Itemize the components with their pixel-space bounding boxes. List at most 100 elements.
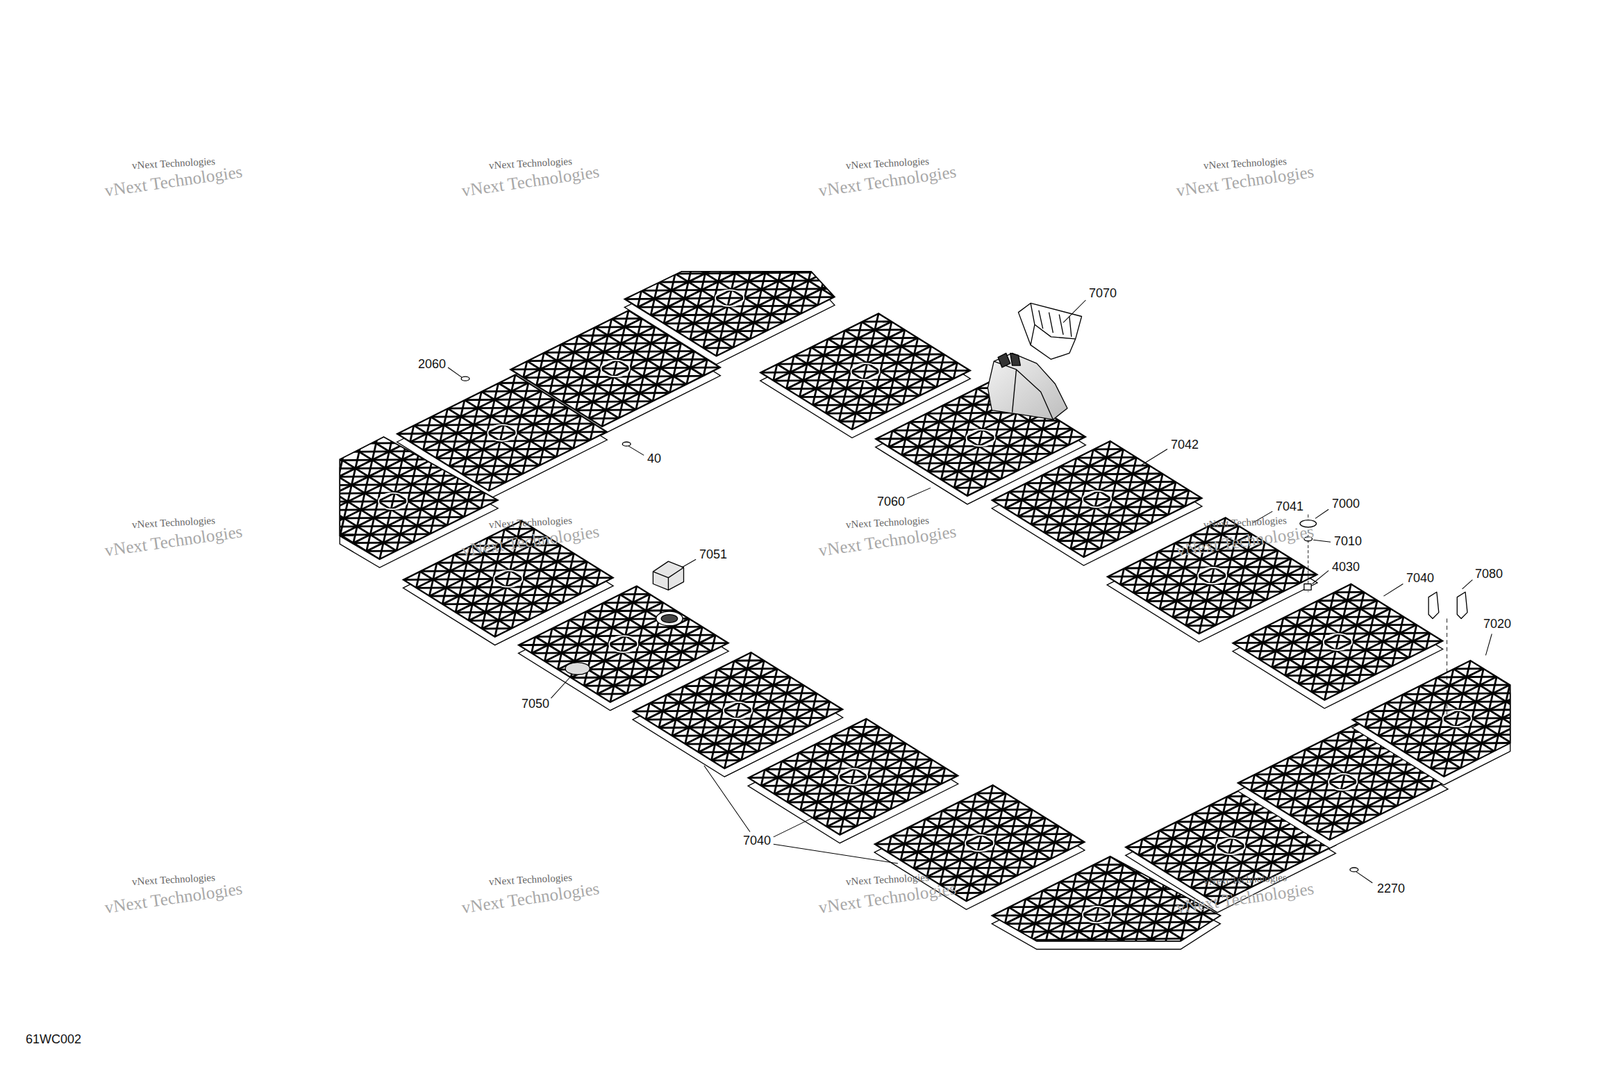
callout-number: 4030 <box>1330 560 1362 575</box>
grid-line <box>315 479 396 830</box>
grid-line <box>1192 690 1600 697</box>
grid-line <box>1399 416 1480 766</box>
grid-line <box>906 685 987 1035</box>
callout-number: 7050 <box>520 697 551 712</box>
grid-line <box>935 519 1016 869</box>
grid-line <box>380 570 461 921</box>
leader-line <box>1356 871 1373 883</box>
grid-line <box>1197 653 1278 1003</box>
grid-line <box>400 438 481 788</box>
floor-tile <box>909 547 1600 1067</box>
grid-line <box>647 561 728 911</box>
grid-line <box>448 418 1080 425</box>
grid-line <box>765 318 949 434</box>
clip <box>1456 591 1468 619</box>
grid-line <box>643 159 723 510</box>
grid-line <box>1044 770 1600 777</box>
grid-line <box>431 427 1063 435</box>
tile-grid <box>778 341 1600 869</box>
grid-line <box>1106 713 1187 1064</box>
grid-line <box>697 211 881 326</box>
tile-center-mark <box>850 363 880 380</box>
grid-line <box>1173 679 1254 1030</box>
grid-line <box>929 764 1114 880</box>
grid-line <box>885 325 1516 332</box>
grid-line <box>728 644 809 994</box>
grid-line <box>1117 700 1198 1050</box>
grid-line <box>630 569 711 919</box>
grid-line <box>723 106 804 456</box>
grid-line <box>1010 786 1600 794</box>
grid-line <box>234 385 315 735</box>
grid-line <box>212 430 844 437</box>
grid-line <box>229 421 861 428</box>
grid-line <box>263 404 895 412</box>
grid-line <box>938 681 1569 688</box>
grid-line <box>757 230 838 580</box>
grid-line <box>161 455 793 462</box>
grid-line <box>1107 714 1188 1064</box>
callout-number: 7042 <box>1169 438 1200 453</box>
grid-line <box>955 790 1036 1067</box>
grid-line <box>745 636 826 986</box>
grid-line <box>812 614 1444 621</box>
grid-line <box>1378 597 1600 604</box>
callout-number: 7041 <box>1274 500 1305 514</box>
leader-line <box>628 445 644 455</box>
grid-line <box>714 527 795 877</box>
grid-line <box>720 372 801 723</box>
grid-line <box>268 368 349 719</box>
grid-line <box>638 148 719 498</box>
grid-line <box>608 613 1239 621</box>
callout-number: 2060 <box>416 357 448 372</box>
tile-center-mark <box>715 289 744 307</box>
leader-line <box>773 813 822 837</box>
grid-line <box>1018 377 1600 385</box>
grid-line <box>1134 691 1214 1041</box>
grid-line <box>993 795 1600 802</box>
grid-line <box>481 261 1113 268</box>
grid-line <box>336 334 416 685</box>
grid-line <box>947 350 1132 466</box>
grid-line <box>672 131 753 482</box>
tile-center-mark <box>1082 490 1112 508</box>
grid-line <box>431 545 512 895</box>
grid-line <box>1108 731 1600 739</box>
grid-line <box>478 645 559 996</box>
grid-line <box>1038 747 1119 1067</box>
grid-line <box>218 394 298 744</box>
floor-tile <box>778 341 1600 869</box>
screw <box>461 376 470 381</box>
ring-part <box>656 611 683 626</box>
grid-line <box>600 461 681 811</box>
grid-line <box>718 284 1350 291</box>
grid-line <box>1518 493 1599 843</box>
tile-center-mark <box>1082 906 1112 923</box>
grid-line <box>1297 467 1378 817</box>
grid-line <box>600 202 1231 209</box>
grid-line <box>1417 543 1498 894</box>
grid-line <box>752 266 1384 273</box>
grid-line <box>591 622 1223 630</box>
leader-line <box>1383 583 1403 596</box>
grid-line <box>656 714 1287 721</box>
grid-line <box>1201 657 1282 1007</box>
grid-line <box>909 154 990 505</box>
grid-line <box>532 235 1164 242</box>
grid-line <box>401 314 1032 321</box>
grid-line <box>588 315 669 665</box>
grid-line <box>481 520 562 870</box>
grid-line <box>736 275 1367 282</box>
leader-line <box>1485 633 1492 655</box>
grid-line <box>363 579 444 929</box>
grid-line <box>1290 341 1371 691</box>
grid-line <box>870 832 951 1067</box>
grid-line <box>988 772 1069 1067</box>
grid-line <box>651 317 1282 324</box>
grid-line <box>689 123 770 473</box>
grid-line <box>592 185 673 535</box>
grid-line <box>868 333 1499 340</box>
grid-line <box>1059 204 1139 554</box>
grid-line <box>1004 764 1085 1067</box>
grid-line <box>1150 683 1231 1033</box>
